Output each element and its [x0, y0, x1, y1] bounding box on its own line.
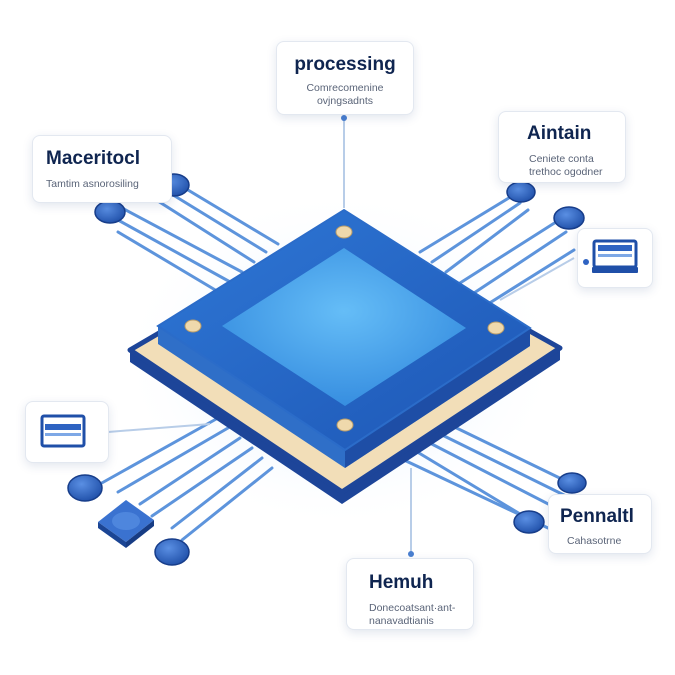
card-icon: [40, 414, 86, 448]
traces-upper-right-thin: [499, 257, 575, 301]
label-hemuh: Hemuh Donecoatsant·ant- nanavadtianis: [346, 558, 474, 630]
label-processing-line2: ovjngsadnts: [316, 95, 374, 107]
label-pennaltl: Pennaltl Cahasotrne: [548, 494, 652, 554]
label-hemuh-title: Hemuh: [369, 572, 434, 593]
traces-upper-left: [116, 182, 280, 296]
monitor-icon: [583, 239, 638, 273]
traces-upper-right: [418, 194, 576, 306]
monitor-icon-card: [577, 228, 653, 288]
chip-corner-pins: [184, 225, 505, 432]
cube-icon: [98, 500, 154, 548]
label-maceritocl-line1: Tamtim asnorosiling: [46, 178, 139, 190]
label-pennaltl-title: Pennaltl: [560, 506, 634, 527]
label-maceritocl-title: Maceritocl: [46, 148, 140, 169]
connector-bottom-dot: [408, 551, 414, 557]
label-hemuh-line1: Donecoatsant·ant-: [369, 602, 456, 614]
chip-die: [222, 248, 466, 406]
label-aintain-line2: trethoc ogodner: [529, 166, 603, 178]
chip-body-side-dark: [345, 328, 530, 468]
label-pennaltl-line1: Cahasotrne: [567, 535, 622, 547]
label-maceritocl: Maceritocl Tamtim asnorosiling: [32, 135, 172, 203]
connector-top-dot: [341, 115, 347, 121]
traces-lower-left: [98, 416, 274, 542]
label-processing: processing Comrecomenine ovjngsadnts: [276, 41, 414, 115]
label-processing-title: processing: [294, 54, 396, 75]
label-aintain-line1: Ceniete conta: [529, 153, 594, 165]
label-aintain-title: Aintain: [527, 123, 592, 144]
label-hemuh-line2: nanavadtianis: [369, 615, 434, 627]
card-icon-card: [25, 401, 109, 463]
label-aintain: Aintain Ceniete conta trethoc ogodner: [498, 111, 626, 183]
label-processing-line1: Comrecomenine: [306, 82, 384, 94]
traces-lower-left-thin: [107, 423, 211, 433]
